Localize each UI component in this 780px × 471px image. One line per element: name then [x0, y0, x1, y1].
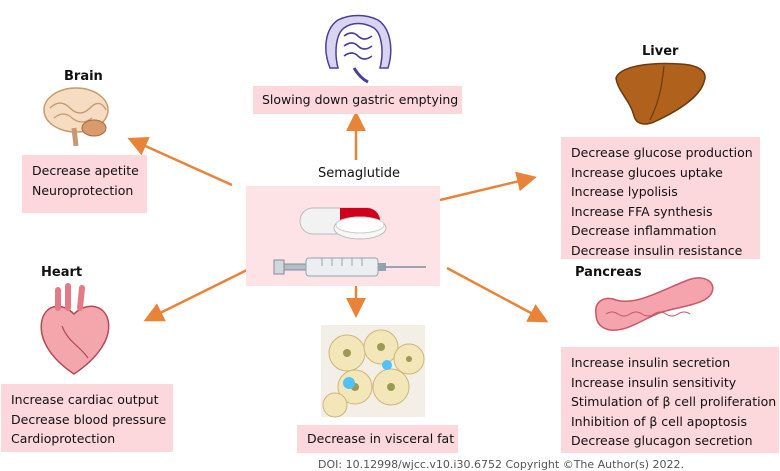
pancreas-icon: [595, 277, 714, 331]
gut-effect-box: Slowing down gastric emptying: [253, 86, 462, 114]
liver-effects-box: Decrease glucose production Increase glu…: [561, 137, 760, 259]
arrow-to-heart: [143, 268, 248, 322]
syringe-icon: [273, 257, 426, 277]
fat-cells-icon: [322, 329, 425, 418]
fat-effect-text: Decrease in visceral fat: [307, 431, 455, 446]
arrow-to-pancreas: [446, 266, 549, 323]
liver-effect-item: Increase glucoes uptake: [571, 164, 723, 180]
brain-label: Brain: [64, 69, 103, 84]
brain-effect-item: Decrease apetite: [32, 163, 139, 178]
liver-effect-item: Decrease glucose production: [571, 145, 753, 160]
doi-footer: DOI: 10.12998/wjcc.v10.i30.6752 Copyrigh…: [318, 458, 684, 471]
brain-effects-box: Decrease apetite Neuroprotection: [22, 155, 147, 213]
gut-effect-text: Slowing down gastric emptying: [262, 92, 459, 107]
pancreas-effects-box: Increase insulin secretion Increase insu…: [561, 347, 779, 453]
liver-effect-item: Decrease insulin resistance: [571, 242, 743, 258]
brain-effect-item: Neuroprotection: [32, 182, 134, 198]
heart-effect-item: Increase cardiac output: [11, 392, 159, 407]
heart-icon: [40, 283, 110, 375]
liver-icon: [615, 62, 706, 125]
center-title: Semaglutide: [318, 166, 400, 181]
pancreas-effect-item: Decrease glucagon secretion: [571, 433, 753, 448]
heart-effect-item: Cardioprotection: [11, 431, 116, 446]
pancreas-effect-item: Stimulation of β cell proliferation: [571, 394, 777, 409]
pancreas-effect-item: Increase insulin sensitivity: [571, 374, 737, 390]
pancreas-effect-item: Inhibition of β cell apoptosis: [571, 413, 748, 429]
arrow-to-liver: [439, 171, 537, 202]
intestine-icon: [325, 14, 392, 84]
fat-effect-box: Decrease in visceral fat: [297, 425, 458, 453]
liver-effect-item: Increase lypolisis: [571, 184, 678, 199]
arrow-to-brain: [127, 137, 233, 187]
heart-effect-item: Decrease blood pressure: [11, 411, 167, 427]
heart-label: Heart: [41, 265, 83, 280]
pancreas-effect-item: Increase insulin secretion: [571, 355, 731, 370]
heart-effects-box: Increase cardiac output Decrease blood p…: [1, 384, 173, 452]
liver-label: Liver: [642, 44, 679, 59]
liver-effect-item: Decrease inflammation: [571, 223, 717, 238]
liver-effect-item: Increase FFA synthesis: [571, 203, 713, 219]
pill-icon: [299, 207, 387, 240]
pancreas-label: Pancreas: [575, 265, 642, 280]
brain-icon: [43, 87, 109, 147]
